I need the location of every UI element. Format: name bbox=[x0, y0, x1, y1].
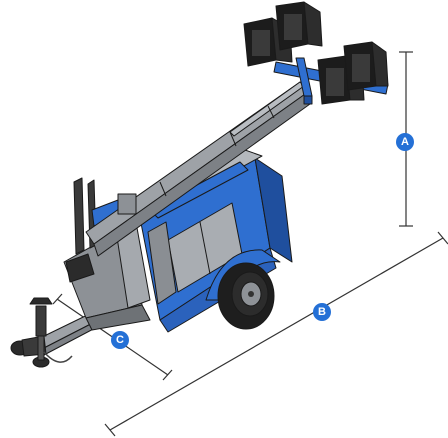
badge-c: C bbox=[111, 331, 129, 349]
lamp-bottom-right bbox=[343, 41, 389, 91]
wheel-assembly bbox=[205, 249, 281, 330]
badge-a: A bbox=[396, 133, 414, 151]
badge-c-label: C bbox=[116, 334, 124, 346]
lamp-top-right bbox=[275, 1, 323, 51]
badge-a-label: A bbox=[401, 136, 409, 148]
badge-b-label: B bbox=[318, 306, 326, 318]
dimension-b bbox=[104, 231, 448, 437]
badge-b: B bbox=[313, 303, 331, 321]
